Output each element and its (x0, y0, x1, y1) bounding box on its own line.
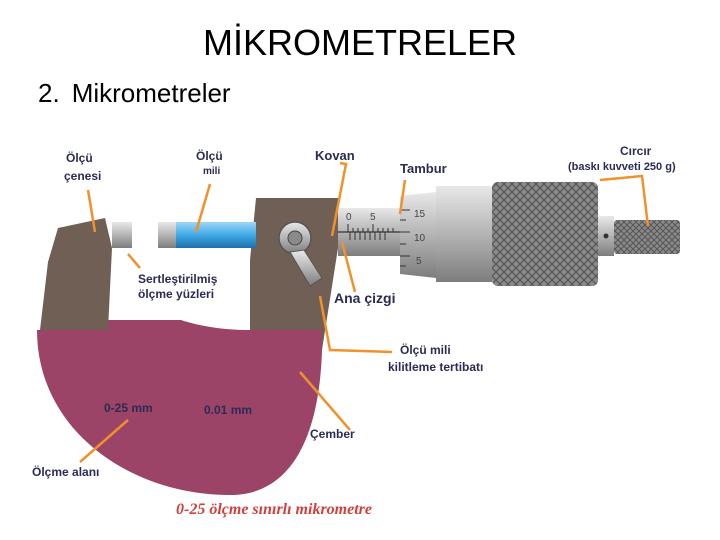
label-circir-1: Cırcır (620, 144, 652, 158)
label-cember: Çember (310, 427, 355, 441)
label-sert-1: Sertleştirilmiş (138, 272, 218, 286)
label-olcme-alani: Ölçme alanı (32, 464, 99, 479)
label-olcu-cenesi-2: çenesi (64, 169, 101, 183)
sleeve-scale-5: 5 (370, 212, 376, 223)
anvil (112, 222, 132, 248)
section-title: Mikrometreler (71, 78, 231, 108)
spindle-lock-center (287, 230, 303, 246)
thimble-scale-10: 10 (414, 233, 426, 244)
thimble-scale-15: 15 (414, 209, 426, 220)
ratchet-knob (614, 220, 680, 254)
label-olcu-mili-1: Ölçü (196, 148, 223, 163)
thimble-scale-5: 5 (416, 256, 422, 267)
label-tambur: Tambur (400, 161, 447, 176)
section-heading: 2. Mikrometreler (38, 78, 231, 109)
thimble-knurl (492, 182, 598, 286)
frame-body-right (250, 198, 338, 350)
label-sert-2: ölçme yüzleri (138, 287, 214, 301)
label-kovan: Kovan (315, 148, 355, 163)
page-title: MİKROMETRELER (202, 22, 518, 63)
frame-shape (37, 320, 322, 495)
ratchet-pin (603, 233, 609, 239)
label-range: 0-25 mm (104, 401, 153, 415)
label-ana-cizgi: Ana çizgi (334, 290, 395, 306)
label-olcu-mili-2: mili (203, 166, 220, 177)
label-kilit-1: Ölçü mili (400, 342, 451, 357)
leader-lines (79, 161, 650, 463)
spindle (176, 222, 256, 248)
sleeve-scale-0: 0 (346, 212, 352, 223)
label-olcu-cenesi-1: Ölçü (66, 150, 93, 165)
thimble-body (436, 186, 492, 282)
frame-body (40, 218, 112, 330)
label-kilit-2: kilitleme tertibatı (388, 360, 483, 374)
sleeve-ticks (347, 224, 394, 240)
section-number: 2. (38, 78, 60, 108)
spindle-tip (158, 222, 176, 248)
frame-inner-gap (112, 250, 250, 330)
lock-lever (289, 249, 323, 287)
label-resolution: 0.01 mm (204, 403, 252, 417)
label-circir-2: (baskı kuvveti 250 g) (568, 161, 676, 173)
diagram-caption: 0-25 ölçme sınırlı mikrometre (176, 501, 372, 518)
